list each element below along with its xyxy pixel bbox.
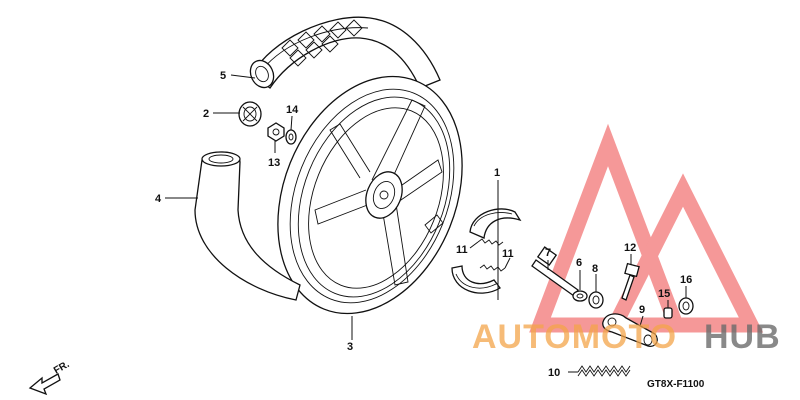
- watermark-text: AUTOMOTO HUB: [472, 318, 781, 356]
- spring: [577, 365, 631, 377]
- wheel: [277, 75, 463, 315]
- tube: [194, 151, 301, 301]
- watermark-logo: [529, 123, 764, 333]
- callout-4: 4: [155, 193, 162, 205]
- bolt: [621, 262, 640, 301]
- hub-cover: [238, 101, 262, 127]
- brake-arm: [602, 313, 658, 347]
- callout-10: 10: [548, 367, 560, 379]
- tire: [249, 16, 441, 89]
- callout-6: 6: [576, 257, 582, 269]
- callout-12: 12: [624, 242, 636, 254]
- front-direction-arrow: FR.: [28, 359, 72, 396]
- brake-shoes: [451, 208, 522, 294]
- washer: [285, 129, 297, 145]
- wear-indicator: [588, 291, 604, 309]
- diagram-code: GT8X-F1100: [647, 379, 705, 390]
- callout-11a: 11: [456, 244, 468, 256]
- callout-labels: 1 2 3 4 5 6 7 8 9 10 11 11 12 13 14 15 1…: [155, 70, 692, 379]
- pin: [663, 307, 673, 319]
- front-label: FR.: [52, 359, 72, 377]
- callout-8: 8: [592, 263, 598, 275]
- watermark-automoto: AUTOMOTO: [472, 318, 677, 356]
- callout-9: 9: [639, 304, 645, 316]
- nut: [267, 122, 285, 142]
- callout-2: 2: [203, 108, 209, 120]
- callout-11b: 11: [502, 248, 514, 260]
- callout-15: 15: [658, 288, 670, 300]
- callout-13: 13: [268, 157, 280, 169]
- leader-lines: [165, 74, 687, 373]
- callout-3: 3: [347, 341, 353, 353]
- watermark-hub: HUB: [704, 318, 781, 356]
- callout-14: 14: [286, 104, 299, 116]
- callout-7: 7: [545, 247, 551, 259]
- callout-5: 5: [220, 70, 226, 82]
- callout-1: 1: [494, 167, 500, 179]
- cam-washer: [572, 290, 588, 302]
- tire-tread: [281, 19, 363, 67]
- joint: [678, 297, 694, 315]
- callout-16: 16: [680, 274, 692, 286]
